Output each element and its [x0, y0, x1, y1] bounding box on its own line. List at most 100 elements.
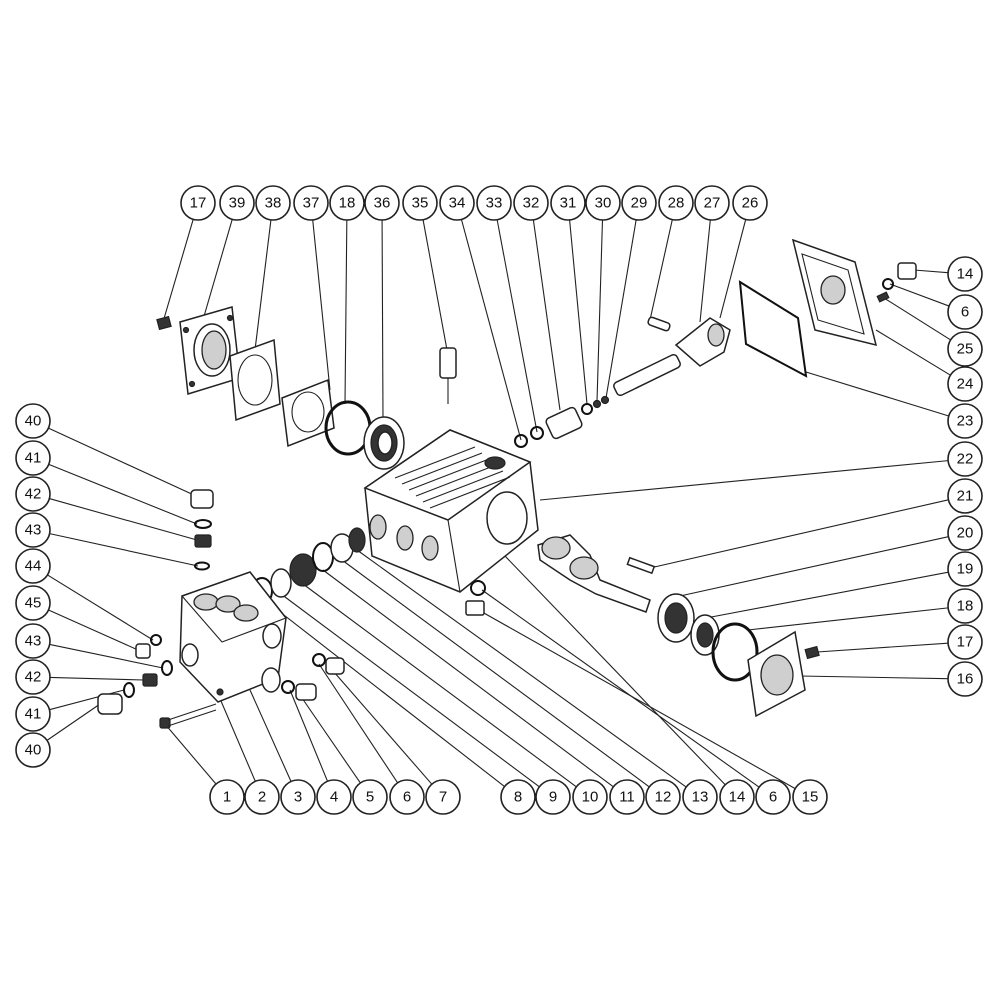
callout-left-40a: 40 [15, 403, 51, 439]
callout-top-38: 38 [255, 185, 291, 221]
leader-line-top-37 [312, 219, 331, 391]
callout-top-30: 30 [585, 185, 621, 221]
callout-label: 3 [294, 789, 302, 806]
callout-label: 6 [961, 304, 969, 321]
oil-dipstick [439, 347, 457, 404]
leader-line-top-26 [719, 219, 747, 319]
callout-circle [550, 185, 586, 221]
callout-top-34: 34 [439, 185, 475, 221]
leader-line-top-35 [422, 219, 448, 351]
callout-label: 24 [957, 376, 974, 393]
callout-circle [621, 185, 657, 221]
callout-label: 14 [729, 789, 746, 806]
callout-circle [947, 588, 983, 624]
callout-label: 32 [523, 195, 540, 212]
leader-line-left-41a [48, 463, 198, 525]
leader-line-left-43b [49, 643, 164, 669]
callout-bottom-3: 3 [280, 779, 316, 815]
manifold-head [179, 571, 287, 703]
callout-circle [15, 403, 51, 439]
callout-label: 39 [229, 195, 246, 212]
callout-circle [293, 185, 329, 221]
callout-bottom-6a: 6 [389, 779, 425, 815]
callout-bottom-12: 12 [645, 779, 681, 815]
leader-line-top-28 [649, 219, 673, 321]
callout-label: 9 [549, 789, 557, 806]
callout-left-41a: 41 [15, 440, 51, 476]
callout-label: 16 [957, 671, 974, 688]
callout-left-42b: 42 [15, 659, 51, 695]
callout-left-43a: 43 [15, 512, 51, 548]
callout-label: 40 [25, 742, 42, 759]
callout-circle [15, 623, 51, 659]
callout-right-23: 23 [947, 403, 983, 439]
callout-label: 23 [957, 413, 974, 430]
callout-top-18: 18 [329, 185, 365, 221]
callout-circle [947, 294, 983, 330]
callout-right-19: 19 [947, 551, 983, 587]
callout-top-37: 37 [293, 185, 329, 221]
leader-line-right-20 [679, 536, 949, 597]
leader-line-bottom-7 [333, 671, 433, 785]
leader-line-bottom-4 [289, 689, 329, 782]
leader-line-top-32 [532, 219, 561, 411]
leader-line-right-16 [799, 675, 949, 680]
leader-line-top-33 [496, 219, 538, 433]
callout-label: 28 [668, 195, 685, 212]
leader-line-bottom-1 [164, 723, 217, 785]
callout-label: 25 [957, 341, 974, 358]
callout-top-33: 33 [476, 185, 512, 221]
leader-line-top-30 [596, 219, 604, 402]
callout-label: 11 [619, 789, 635, 806]
leader-line-right-23 [805, 371, 949, 417]
leader-line-top-29 [605, 219, 637, 399]
leader-line-bottom-13 [356, 549, 687, 788]
callout-top-29: 29 [621, 185, 657, 221]
callout-label: 6 [769, 789, 777, 806]
callout-circle [15, 732, 51, 768]
callout-left-44: 44 [15, 548, 51, 584]
callout-label: 22 [957, 451, 974, 468]
leader-line-right-18 [747, 607, 949, 631]
leader-line-right-22 [539, 460, 949, 501]
leader-line-bottom-15 [474, 607, 796, 790]
callout-bottom-9: 9 [535, 779, 571, 815]
callout-label: 43 [25, 522, 42, 539]
callout-left-41b: 41 [15, 696, 51, 732]
callout-label: 1 [223, 789, 231, 806]
callout-circle [947, 366, 983, 402]
callout-label: 2 [258, 789, 266, 806]
gaskets [229, 338, 335, 448]
callout-circle [947, 256, 983, 292]
callout-circle [15, 585, 51, 621]
callout-right-22: 22 [947, 441, 983, 477]
callout-label: 19 [957, 561, 974, 578]
callout-top-17: 17 [180, 185, 216, 221]
callout-right-20: 20 [947, 515, 983, 551]
callout-label: 36 [374, 195, 391, 212]
callout-circle [947, 551, 983, 587]
callout-circle [209, 779, 245, 815]
callout-top-27: 27 [694, 185, 730, 221]
callout-circle [947, 478, 983, 514]
callout-circle [682, 779, 718, 815]
leader-line-bottom-11 [322, 569, 614, 788]
leader-line-right-17 [816, 642, 949, 653]
callout-circle [535, 779, 571, 815]
leader-line-left-40b [46, 703, 101, 741]
callout-bottom-2: 2 [244, 779, 280, 815]
callout-label: 29 [631, 195, 648, 212]
side-valve-stack [97, 634, 173, 715]
leader-line-top-36 [381, 219, 384, 421]
callout-label: 37 [303, 195, 320, 212]
callout-circle [15, 696, 51, 732]
callout-circle [15, 440, 51, 476]
leader-line-top-31 [569, 219, 588, 405]
callout-circle [500, 779, 536, 815]
callout-top-26: 26 [732, 185, 768, 221]
callout-circle [609, 779, 645, 815]
callout-circle [389, 779, 425, 815]
callout-right-18: 18 [947, 588, 983, 624]
callout-label: 12 [655, 789, 672, 806]
callout-label: 27 [704, 195, 721, 212]
